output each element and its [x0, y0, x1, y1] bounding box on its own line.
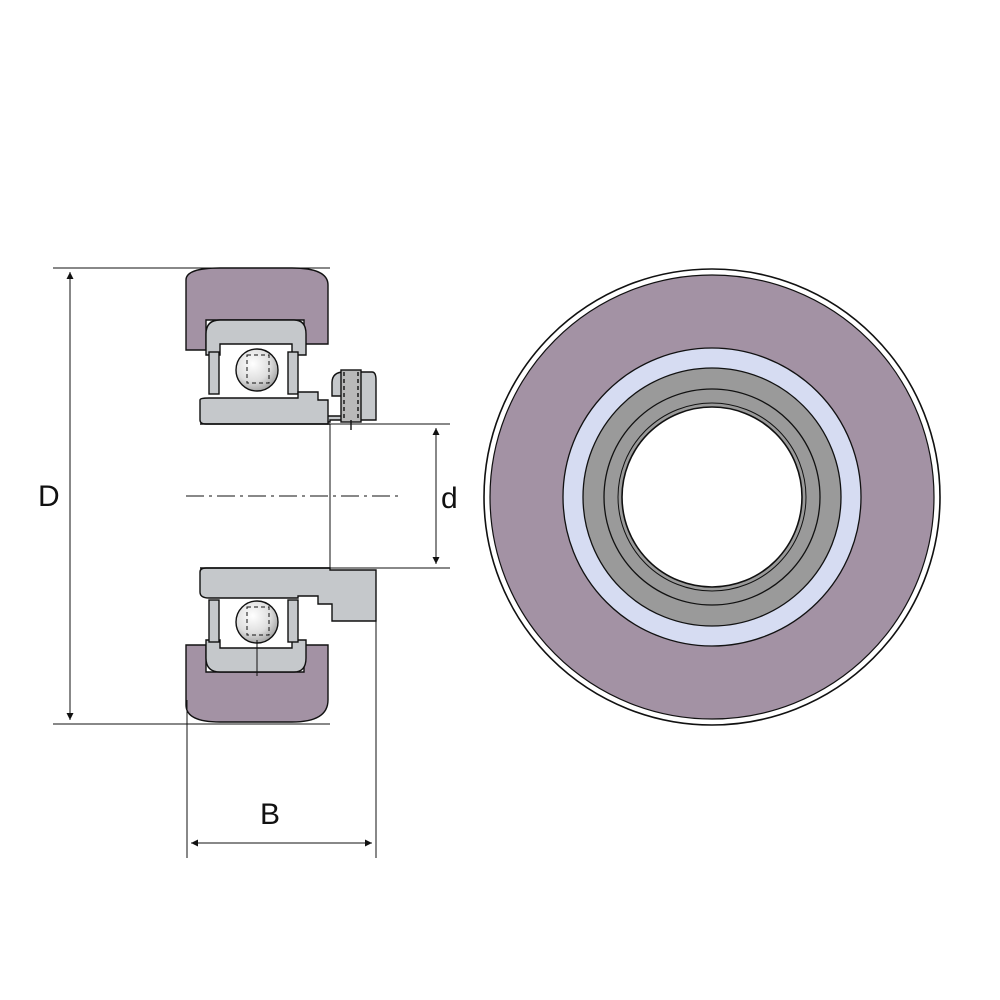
inner-ring-bottom: [199, 567, 377, 622]
dimension-B-label: B: [260, 798, 280, 831]
inner-ring-step: [603, 388, 821, 606]
seal-bottom-right: [287, 599, 299, 643]
dimension-D-label: D: [38, 480, 60, 513]
seal-top-right: [287, 351, 299, 395]
seal-bottom-left: [208, 599, 220, 643]
dimension-d-label: d: [441, 482, 458, 515]
outer-ring-bottom: [205, 639, 307, 673]
seal-top-left: [208, 351, 220, 395]
ball-top: [235, 348, 279, 392]
front-view: [483, 268, 941, 726]
section-view: [185, 267, 377, 723]
dimensions: [53, 267, 450, 858]
bore: [621, 406, 803, 588]
tyre-bottom: [185, 644, 329, 723]
